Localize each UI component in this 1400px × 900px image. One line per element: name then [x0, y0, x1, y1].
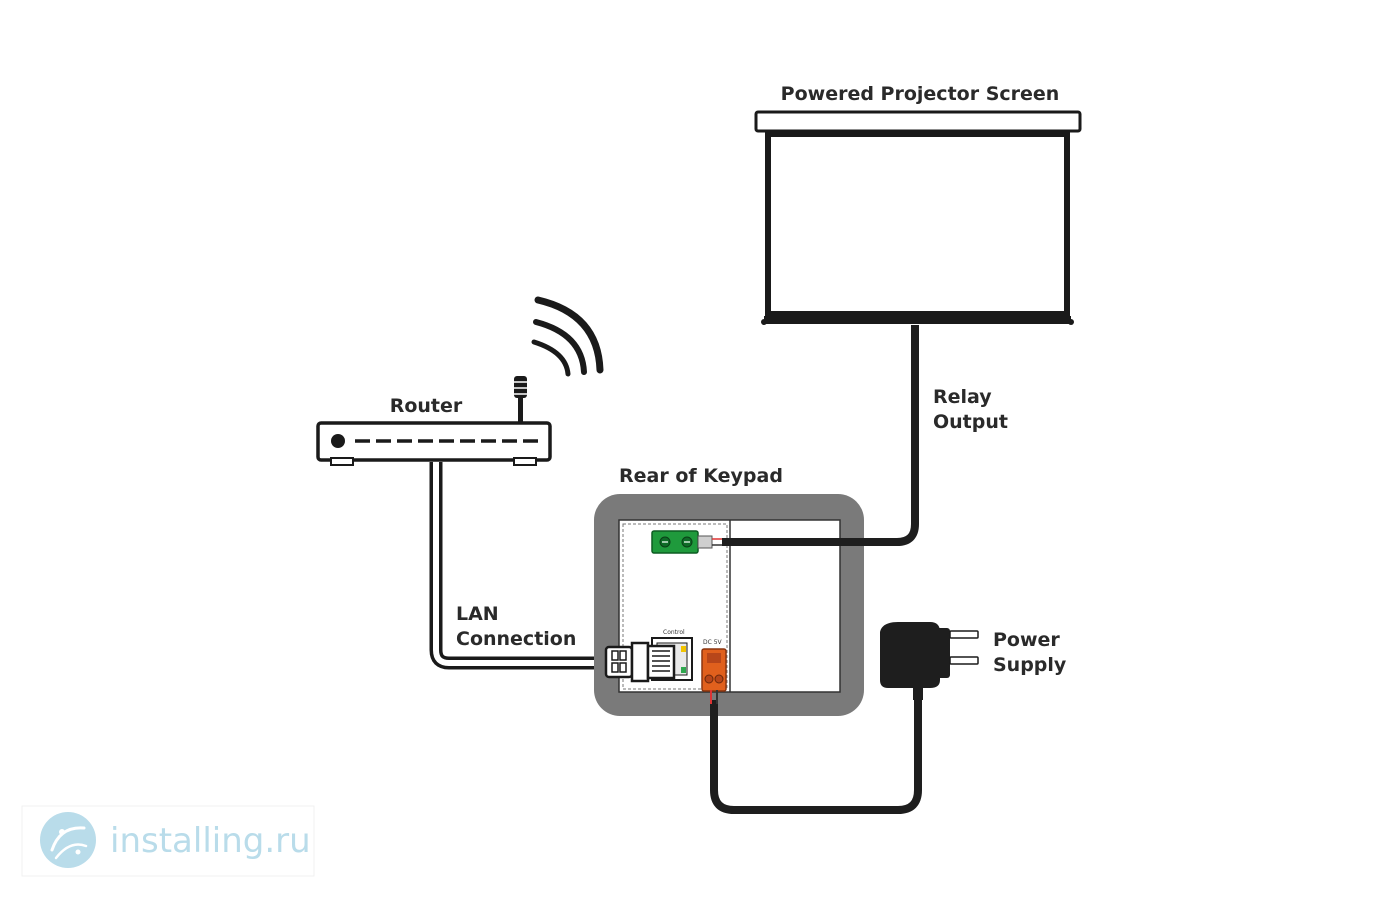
lan-rj45-plug: [604, 641, 676, 683]
keypad-label: Rear of Keypad: [619, 465, 783, 487]
power-plug-prong-top: [949, 630, 979, 639]
power-plug-prong-bottom: [949, 656, 979, 665]
projector-screen: Powered Projector Screen: [754, 83, 1082, 325]
router-antenna: [518, 386, 523, 424]
screen-bar-end-left: [761, 319, 767, 325]
projector-screen-label: Powered Projector Screen: [781, 83, 1060, 105]
router-foot-left: [330, 457, 354, 466]
power-supply-adapter: [880, 622, 979, 700]
screen-bottom-bar: [764, 316, 1071, 324]
router-foot-right: [513, 457, 537, 466]
relay-terminal: [651, 530, 713, 554]
power-cable: [710, 700, 922, 814]
lan-connection-label-line2: Connection: [456, 628, 576, 650]
power-supply-label-line1: Power: [993, 629, 1060, 651]
screen-housing: [754, 110, 1082, 133]
watermark-text: installing.ru: [110, 821, 311, 861]
screen-surface: [765, 131, 1070, 317]
router-body: [316, 421, 552, 462]
wifi-waves-icon: [531, 296, 604, 377]
screen-bar-end-right: [1068, 319, 1074, 325]
watermark: installing.ru: [21, 805, 315, 877]
lan-connection-label-line1: LAN: [456, 603, 499, 625]
dc-port-label: DC 5V: [703, 639, 723, 646]
router-label: Router: [390, 395, 463, 417]
relay-output-label-line2: Output: [933, 411, 1008, 433]
relay-output-label-line1: Relay: [933, 386, 992, 408]
keypad-pcb-outline: [622, 523, 728, 690]
router-power-led: [331, 434, 345, 448]
control-port-label: Control: [663, 629, 685, 636]
power-supply-label-line2: Supply: [993, 654, 1067, 676]
router: Router: [316, 376, 552, 466]
installing-logo-icon: [40, 812, 96, 868]
relay-output-cable: [722, 325, 919, 546]
dc-power-terminal: [701, 648, 727, 692]
